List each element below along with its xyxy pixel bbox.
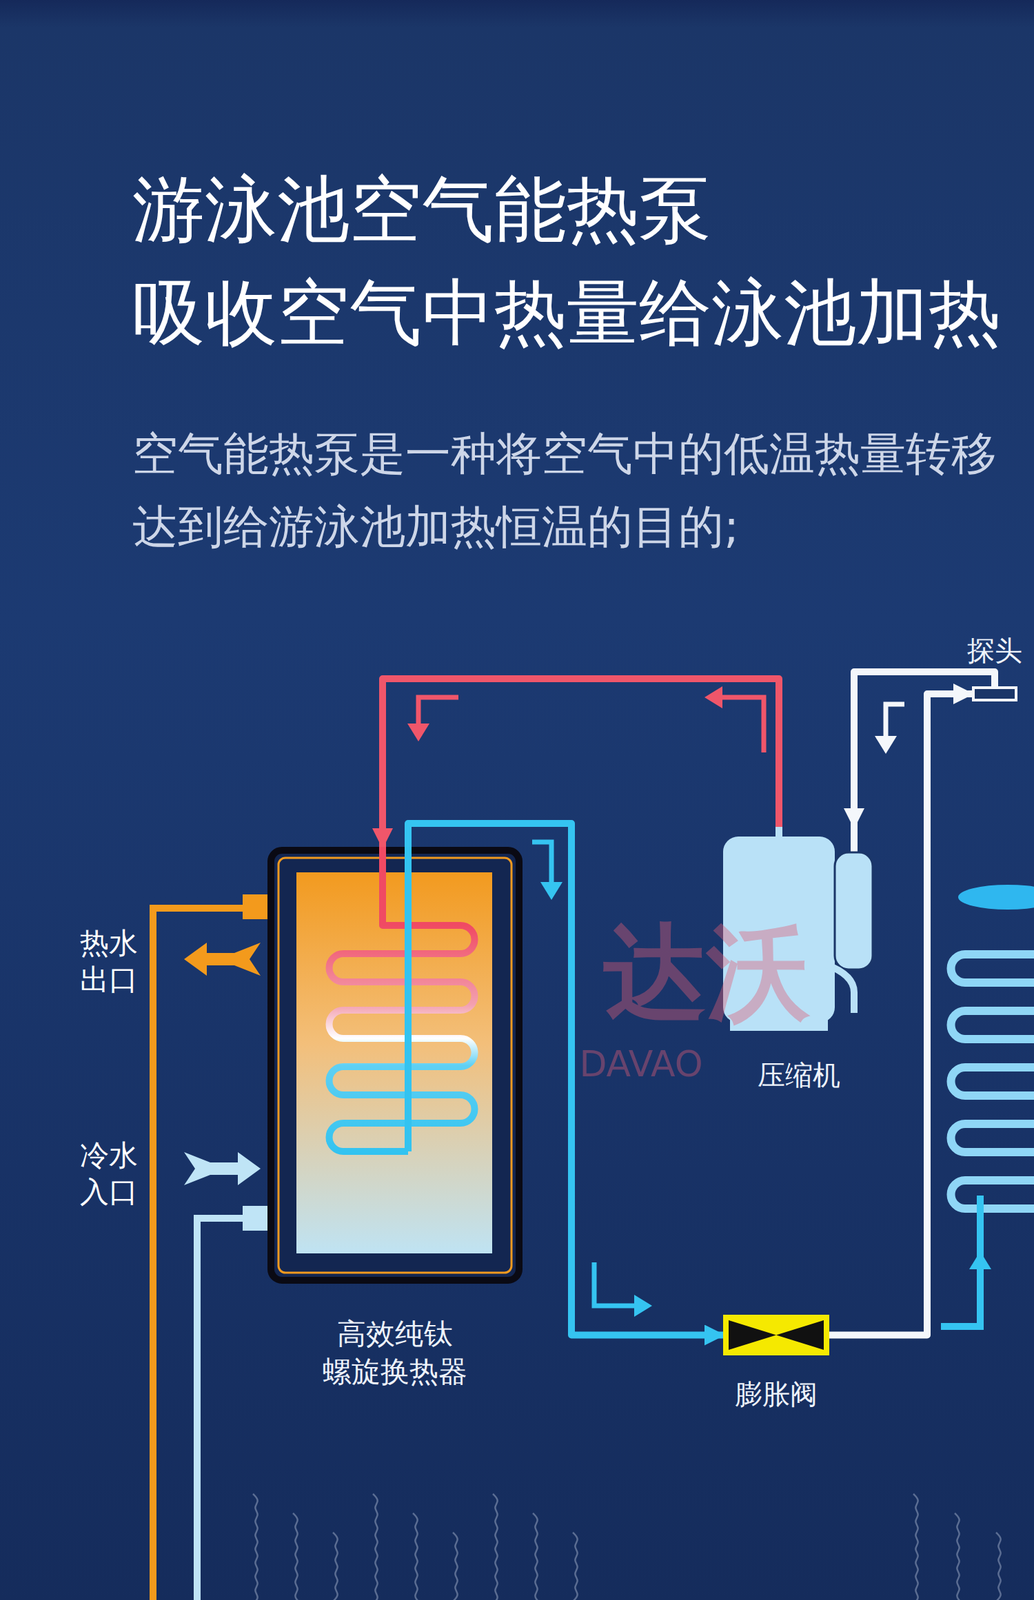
flow-arrow [969, 1251, 992, 1270]
hot-water-pipe [153, 908, 249, 1600]
flow-arrow [594, 1262, 636, 1307]
flow-arrow [704, 686, 723, 709]
heat-exchanger: 高效纯钛 螺旋换热器 [267, 847, 523, 1285]
heat-wave [532, 1513, 540, 1600]
exchanger-water [296, 872, 493, 1254]
heat-wave [252, 1494, 258, 1600]
heat-waves [252, 1494, 1001, 1600]
port-label: 冷水 入口 [77, 1138, 141, 1211]
hot-water-arrow [184, 943, 261, 977]
part-label: 高效纯钛 螺旋换热器 [313, 1315, 476, 1392]
return-pipe [404, 847, 412, 1152]
watermark: 达沃 [603, 908, 810, 1039]
heat-wave [452, 1533, 458, 1600]
flow-arrow [885, 704, 905, 738]
flow-arrow [540, 882, 563, 901]
port-label: 热水 出口 [77, 925, 141, 999]
heat-wave [372, 1494, 378, 1600]
probe-body [973, 687, 1017, 701]
flow-arrow [874, 736, 897, 755]
heat-wave [412, 1513, 420, 1600]
heat-wave [292, 1513, 300, 1600]
part-label: 膨胀阀 [734, 1376, 818, 1413]
heat-wave [954, 1513, 962, 1600]
probe-sensor: 探头 [971, 686, 1018, 702]
cold-water-pipe [197, 1218, 249, 1600]
part-label: 探头 [967, 632, 1023, 669]
flow-arrow [418, 697, 459, 726]
valve-cone [776, 1320, 824, 1351]
spiral-coil [329, 847, 475, 1152]
flow-arrow [634, 1295, 653, 1318]
valve-cone [728, 1320, 777, 1351]
accumulator [834, 852, 873, 970]
coil-tube [950, 954, 1034, 1210]
flow-arrow [407, 723, 430, 742]
suction-pipe [850, 827, 858, 855]
node-shape [971, 686, 1018, 702]
evaporator-coil [950, 954, 1034, 1210]
heat-wave [996, 1533, 1001, 1600]
expansion-valve: 膨胀阀 [723, 1315, 830, 1356]
flow-arrow [532, 842, 552, 884]
heat-wave [332, 1533, 338, 1600]
node-shape [267, 847, 523, 1285]
valve-body [723, 1315, 830, 1356]
watermark: DAVAO [579, 1042, 703, 1088]
node-shape [723, 1315, 830, 1356]
fan-blade [958, 885, 1034, 910]
flow-arrow [721, 697, 764, 753]
page-caption: 空气能热泵是一种将空气中的低温热量转移 达到给游泳池加热恒温的目的; [132, 417, 1022, 564]
heat-wave [572, 1533, 578, 1600]
page-title: 游泳池空气能热泵 吸收空气中热量给泳池加热 [132, 157, 1029, 365]
heat-wave [913, 1494, 919, 1600]
cold-water-arrow [184, 1152, 261, 1186]
accumulator-pipe [826, 965, 855, 1014]
heat-wave [492, 1494, 498, 1600]
part-label: 压缩机 [757, 1057, 841, 1094]
